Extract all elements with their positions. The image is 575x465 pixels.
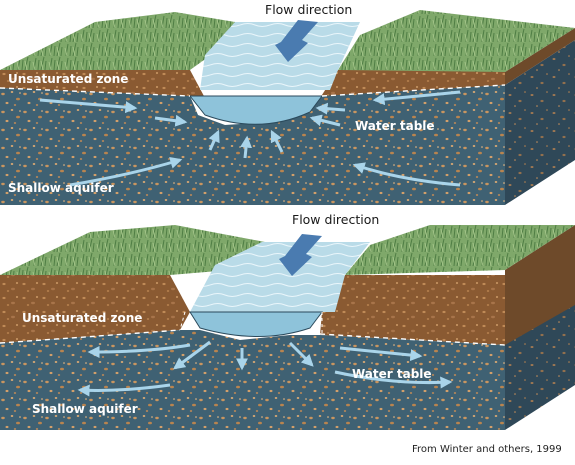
unsaturated-zone-label: Unsaturated zone [22, 311, 142, 325]
groundwater-flow-arrows [39, 90, 461, 187]
water-table-line [0, 329, 506, 346]
water-table-label: Water table [355, 119, 435, 133]
water-table-label: Water table [352, 367, 432, 381]
unsaturated-zone-layer [0, 70, 205, 98]
stream-channel [200, 22, 360, 90]
stream-channel [190, 242, 370, 312]
flow-direction-label: Flow direction [292, 212, 379, 227]
shallow-aquifer-layer [0, 330, 505, 430]
water-table-line [0, 84, 506, 97]
unsaturated-zone-label: Unsaturated zone [8, 72, 128, 86]
flow-direction-arrow [275, 20, 318, 62]
land-surface-left [0, 12, 235, 70]
flow-direction-label: Flow direction [265, 2, 352, 17]
land-surface-right [338, 10, 575, 72]
flow-direction-arrow [279, 234, 322, 276]
source-credit: From Winter and others, 1999 [412, 444, 562, 455]
block-side-face [505, 40, 575, 205]
stream-cross-section [189, 311, 323, 337]
stream-cross-section [188, 95, 323, 125]
panel-losing-stream: Flow direction Unsaturated zone Water ta… [0, 212, 575, 430]
land-surface-right [345, 225, 575, 275]
panel-gaining-stream: Flow direction Unsaturated zone Water ta… [0, 2, 575, 205]
shallow-aquifer-label: Shallow aquifer [8, 181, 114, 195]
unsaturated-zone-layer [0, 275, 190, 343]
groundwater-flow-arrows [77, 340, 453, 397]
shallow-aquifer-label: Shallow aquifer [32, 402, 138, 416]
land-surface-left [0, 225, 265, 275]
